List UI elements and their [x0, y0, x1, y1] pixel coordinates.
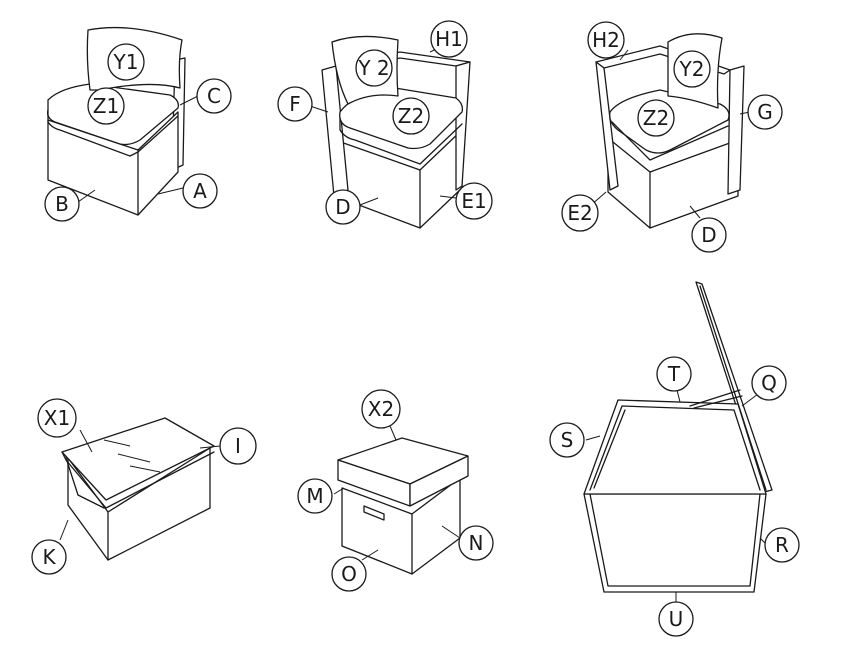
- callout-m: M: [297, 478, 333, 514]
- callout-e1: E1: [455, 182, 493, 220]
- table-x1-figure: [59, 417, 221, 561]
- corner-chair-left-figure: [589, 33, 751, 229]
- svg-text:K: K: [42, 545, 56, 569]
- callout-d-right: D: [325, 189, 361, 225]
- callout-n: N: [458, 525, 494, 561]
- svg-text:X1: X1: [44, 406, 70, 430]
- svg-text:E1: E1: [461, 189, 486, 213]
- svg-text:Z2: Z2: [398, 104, 424, 128]
- left-frame-f: [321, 65, 349, 197]
- callout-k: K: [31, 539, 67, 575]
- callout-u: U: [658, 601, 694, 637]
- callout-d-left: D: [691, 217, 727, 253]
- svg-text:T: T: [667, 362, 681, 386]
- svg-text:F: F: [289, 92, 301, 116]
- svg-text:A: A: [193, 179, 207, 203]
- svg-text:D: D: [335, 195, 350, 219]
- svg-text:O: O: [341, 562, 357, 586]
- svg-text:X2: X2: [368, 397, 394, 421]
- callout-q: Q: [751, 365, 787, 401]
- storage-box-front: [583, 493, 767, 593]
- callout-f: F: [277, 86, 313, 122]
- callout-z2-right: Z2: [392, 97, 430, 135]
- callout-labels: Y1 Z1 C A B Y 2 H1 F Z2 D E1 H2 Y2 G Z2 …: [31, 20, 800, 637]
- svg-text:M: M: [306, 484, 323, 508]
- svg-text:Z2: Z2: [643, 106, 669, 130]
- svg-text:G: G: [757, 100, 773, 124]
- callout-s: S: [549, 422, 585, 458]
- svg-text:S: S: [561, 428, 574, 452]
- callout-z2-left: Z2: [637, 99, 675, 137]
- svg-text:Y1: Y1: [113, 50, 139, 74]
- callout-r: R: [764, 527, 800, 563]
- svg-text:N: N: [469, 531, 484, 555]
- storage-box-opening: [583, 399, 767, 495]
- callout-b: B: [44, 186, 80, 222]
- svg-text:I: I: [235, 434, 241, 458]
- callout-h2: H2: [587, 21, 625, 59]
- ottoman-handle: [363, 505, 385, 521]
- storage-box-figure: [583, 281, 773, 604]
- svg-text:Y 2: Y 2: [357, 56, 389, 80]
- svg-text:U: U: [669, 607, 684, 631]
- svg-text:E2: E2: [567, 201, 592, 225]
- svg-text:Z1: Z1: [93, 94, 119, 118]
- svg-text:D: D: [701, 223, 716, 247]
- right-frame-g: [727, 65, 745, 195]
- callout-y2-left: Y2: [673, 50, 711, 88]
- svg-text:C: C: [207, 84, 221, 108]
- callout-e2: E2: [561, 194, 599, 232]
- callout-i: I: [219, 427, 257, 465]
- svg-text:B: B: [55, 192, 69, 216]
- ottoman-x2-figure: [333, 425, 469, 575]
- callout-y2: Y 2: [355, 49, 393, 87]
- svg-text:R: R: [775, 533, 789, 557]
- callout-g: G: [747, 94, 783, 130]
- svg-text:H2: H2: [592, 28, 620, 52]
- svg-text:Q: Q: [761, 371, 777, 395]
- svg-text:H1: H1: [435, 27, 463, 51]
- callout-o: O: [331, 556, 367, 592]
- callout-h1: H1: [430, 20, 468, 58]
- callout-t: T: [656, 356, 692, 392]
- callout-c: C: [196, 78, 232, 114]
- svg-text:Y2: Y2: [679, 57, 705, 81]
- callout-x2: X2: [361, 389, 401, 429]
- callout-z1: Z1: [87, 87, 125, 125]
- callout-a: A: [182, 173, 218, 209]
- callout-x1: X1: [37, 398, 77, 438]
- chair-base-box: [607, 137, 739, 229]
- callout-y1: Y1: [107, 43, 145, 81]
